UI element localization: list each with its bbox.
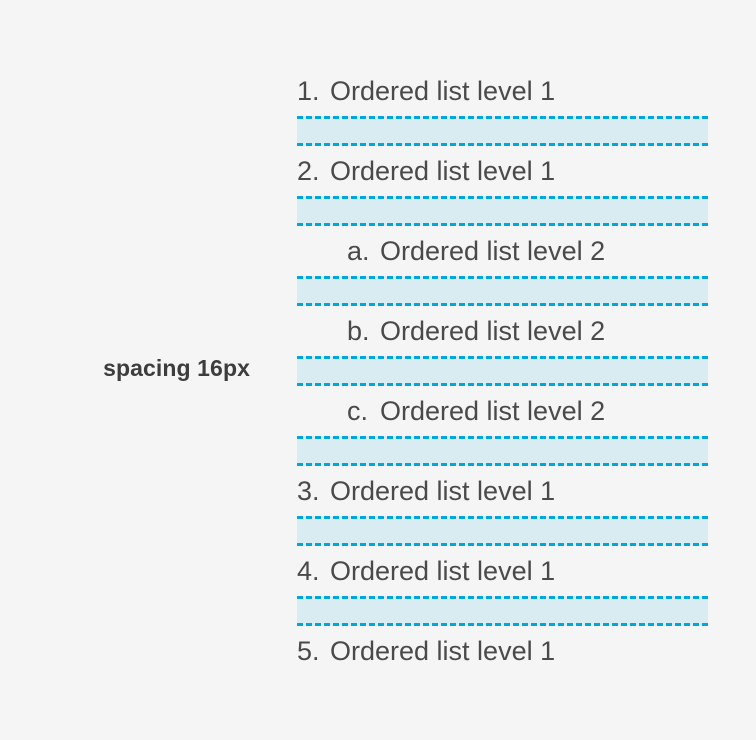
list-item-text: Ordered list level 1 [330,76,556,106]
ordered-list: 1. Ordered list level 1 2. Ordered list lev… [297,66,708,676]
list-item: 4. Ordered list level 1 [297,546,708,596]
list-item: a. Ordered list level 2 [297,226,708,276]
spacing-band [297,356,708,386]
spacing-band [297,516,708,546]
spacing-band [297,436,708,466]
list-item-marker: 4. [297,556,320,586]
spacing-band [297,276,708,306]
list-item: b. Ordered list level 2 [297,306,708,356]
list-item-text: Ordered list level 2 [380,236,606,266]
list-item-marker: 3. [297,476,320,506]
list-item: 2. Ordered list level 1 [297,146,708,196]
spacing-band [297,116,708,146]
list-item-marker: c. [347,396,369,426]
list-item: c. Ordered list level 2 [297,386,708,436]
list-item-text: Ordered list level 1 [330,476,556,506]
list-item: 1. Ordered list level 1 [297,66,708,116]
list-item-marker: 2. [297,156,320,186]
list-item-marker: b. [347,316,370,346]
list-item-text: Ordered list level 1 [330,556,556,586]
list-column: 1. Ordered list level 1 2. Ordered list lev… [297,0,756,676]
list-item-marker: 1. [297,76,320,106]
list-item: 5. Ordered list level 1 [297,626,708,676]
spacing-legend-label: spacing 16px [103,355,250,381]
list-item-text: Ordered list level 2 [380,396,606,426]
list-item-text: Ordered list level 1 [330,156,556,186]
list-item: 3. Ordered list level 1 [297,466,708,516]
list-item-text: Ordered list level 1 [330,636,556,666]
list-item-marker: 5. [297,636,320,666]
legend-column: spacing 16px [0,0,297,740]
spacing-band [297,596,708,626]
list-item-marker: a. [347,236,370,266]
spacing-band [297,196,708,226]
list-item-text: Ordered list level 2 [380,316,606,346]
